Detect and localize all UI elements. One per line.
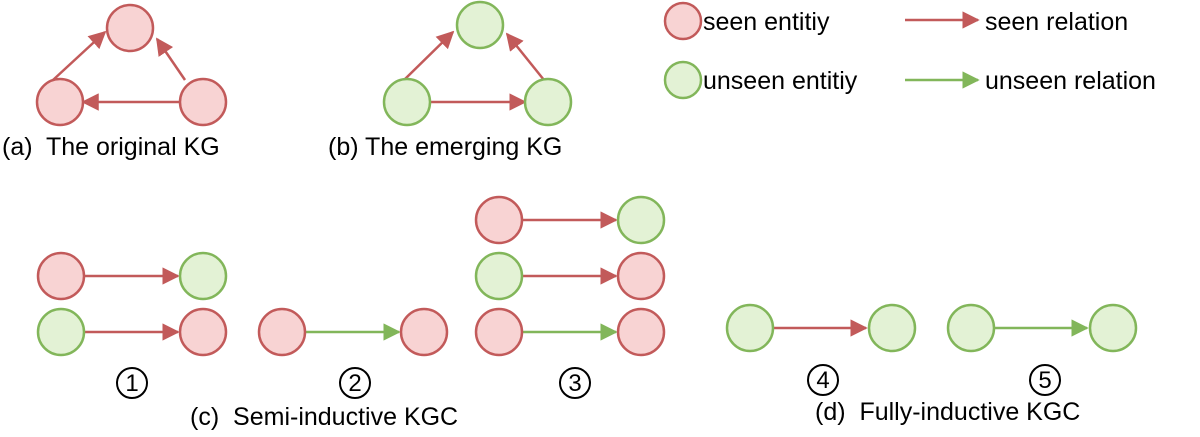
seen-entity-node [178, 77, 228, 127]
caption-fully-inductive: (d) Fully-inductive KGC [815, 398, 1080, 426]
seen-entity-node [35, 77, 85, 127]
scenario-number-circle [116, 367, 148, 399]
seen-entity-node [616, 251, 666, 301]
caption-original-kg: (a) The original KG [2, 133, 220, 161]
original-kg: (a) The original KG [2, 3, 228, 161]
seen-entity-node [399, 307, 449, 357]
unseen-entity-node [382, 77, 432, 127]
legend-unseen-entity-swatch [663, 60, 703, 100]
unseen-entity-node [1088, 303, 1138, 353]
unseen-entity-node [474, 251, 524, 301]
legend-seen-entity-label: seen entitiy [703, 8, 830, 36]
seen-entity-node [616, 307, 666, 357]
scenario-3: 3 [474, 195, 666, 399]
scenario-2: 2 [257, 307, 449, 399]
seen-relation-arrow [52, 30, 107, 81]
scenario-1: 1 [36, 251, 228, 399]
scenario-number: 5 [1038, 367, 1051, 394]
seen-entity-node [178, 307, 228, 357]
unseen-entity-node [455, 0, 505, 50]
unseen-entity-node [946, 303, 996, 353]
seen-entity-node [36, 251, 86, 301]
scenario-number-circle [807, 364, 839, 396]
seen-entity-node [474, 195, 524, 245]
seen-relation-arrow [505, 32, 545, 81]
scenario-number: 2 [348, 370, 361, 397]
legend: seen entitiy seen relation unseen entiti… [663, 1, 1156, 100]
unseen-entity-node [867, 303, 917, 353]
unseen-entity-node [725, 303, 775, 353]
seen-entity-node [474, 307, 524, 357]
scenario-number-circle [559, 367, 591, 399]
legend-seen-relation-label: seen relation [985, 8, 1128, 36]
seen-relation-arrow [155, 37, 187, 81]
unseen-entity-node [523, 77, 573, 127]
scenario-number: 4 [816, 367, 829, 394]
scenario-number-circle [1029, 364, 1061, 396]
seen-entity-node [105, 3, 155, 53]
unseen-entity-node [36, 307, 86, 357]
caption-emerging-kg: (b) The emerging KG [328, 133, 562, 161]
legend-seen-entity-swatch [663, 1, 703, 41]
unseen-entity-node [616, 195, 666, 245]
scenario-number-circle [339, 367, 371, 399]
scenario-number: 3 [568, 370, 581, 397]
caption-semi-inductive: (c) Semi-inductive KGC [190, 403, 458, 431]
scenario-number: 1 [125, 370, 138, 397]
legend-unseen-entity-label: unseen entitiy [703, 67, 858, 95]
scenario-5: 5 [946, 303, 1138, 396]
emerging-kg: (b) The emerging KG [328, 0, 573, 161]
seen-entity-node [257, 307, 307, 357]
scenario-4: 4 [725, 303, 917, 396]
legend-unseen-relation-label: unseen relation [985, 67, 1156, 95]
seen-relation-arrow [403, 30, 455, 81]
unseen-entity-node [178, 251, 228, 301]
